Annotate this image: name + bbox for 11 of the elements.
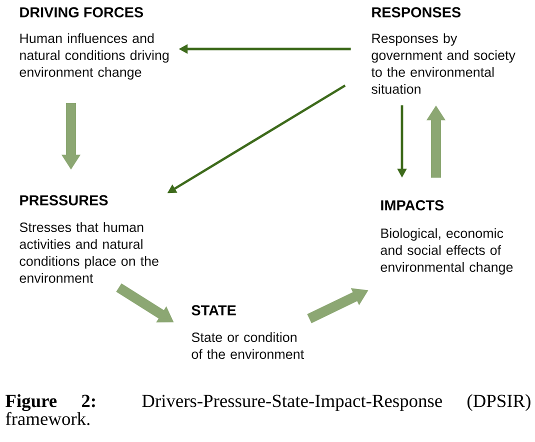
figure-caption: Figure 2: Drivers-Pressure-State-Impact-Response (DPSIR) framework. [6,394,530,426]
node-title: PRESSURES [20,195,108,206]
node-description: Stresses that human activities and natural conditions place on the environment [20,222,158,283]
node-description: Human influences and natural conditions driving environment change [20,33,169,80]
node-title: RESPONSES [372,7,461,18]
node-description: Biological, economic and social effects of environmental change [380,228,513,275]
node-title: STATE [192,305,236,316]
node-description: Responses by government and society to the environmental situation [371,33,516,94]
node-title: DRIVING FORCES [20,7,144,18]
node-description: State or condition of the environment [192,332,304,359]
node-title: IMPACTS [381,200,444,210]
